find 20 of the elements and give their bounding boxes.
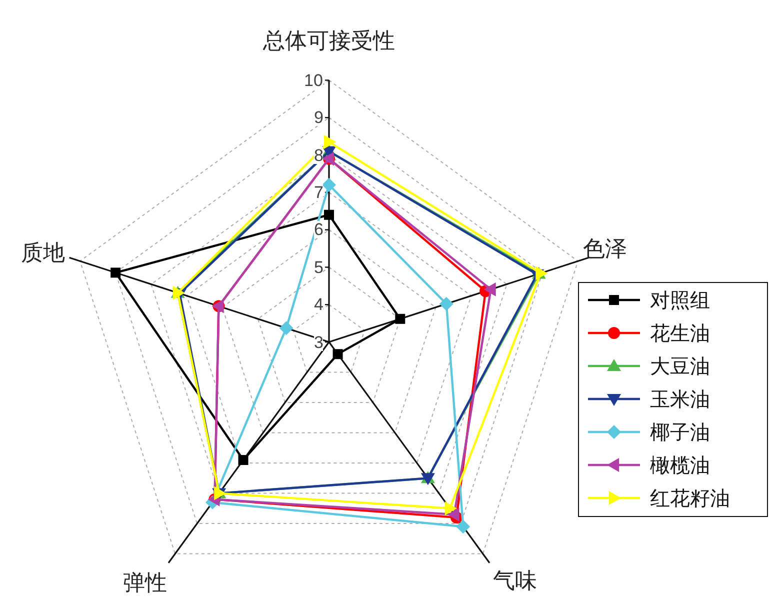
- legend-label: 对照组: [650, 290, 710, 310]
- tick-label: 9: [314, 109, 324, 126]
- legend-label: 花生油: [650, 323, 710, 343]
- legend-label: 椰子油: [650, 422, 710, 442]
- tick-label: 7: [314, 184, 324, 201]
- legend-label: 橄榄油: [650, 455, 710, 475]
- legend-label: 玉米油: [650, 389, 710, 409]
- axis-label: 色泽: [583, 239, 627, 261]
- axis-label: 质地: [21, 243, 65, 265]
- legend-label: 大豆油: [650, 356, 710, 376]
- axis-label: 弹性: [123, 573, 167, 595]
- axis-label: 总体可接受性: [263, 31, 395, 53]
- tick-label: 4: [314, 296, 324, 314]
- tick-label: 3: [314, 334, 324, 350]
- tick-label: 6: [314, 221, 324, 238]
- tick-label: 8: [314, 146, 324, 164]
- tick-label: 10: [304, 72, 323, 89]
- tick-label: 5: [314, 258, 324, 276]
- legend-label: 红花籽油: [650, 488, 730, 508]
- axis-label: 气味: [493, 571, 537, 593]
